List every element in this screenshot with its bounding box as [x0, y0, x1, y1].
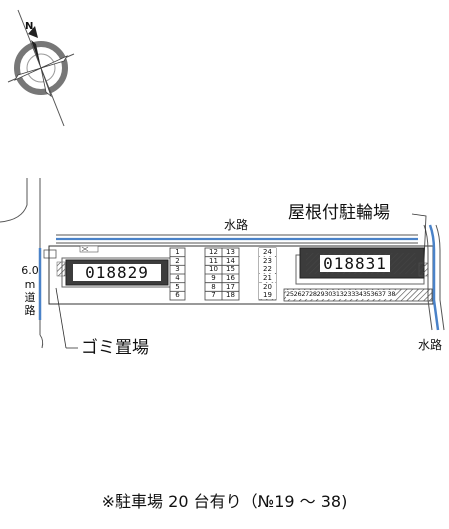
road-label-char-2: 路 [24, 304, 36, 317]
parking-number: 16 [226, 274, 235, 282]
parking-number: 18 [226, 291, 235, 299]
parking-number: 10 [209, 265, 218, 273]
parking-number: 24 [259, 248, 276, 256]
building-id-018829: 018829 [85, 263, 149, 282]
parking-number: 12 [209, 248, 218, 256]
parking-number: 17 [226, 283, 235, 291]
parking-number: 1 [175, 248, 180, 256]
road-width-label: 6.0 [21, 264, 39, 277]
water-channel-right [428, 224, 440, 331]
parking-number: 21 [259, 274, 276, 282]
parking-number: 22 [259, 265, 276, 273]
parking-number: 14 [226, 257, 235, 265]
parking-number: 3 [175, 265, 180, 273]
parking-number: 9 [211, 274, 216, 282]
water-channel-label-top: 水路 [224, 218, 249, 232]
garbage-box [43, 249, 57, 259]
parking-row-numbers: 25262728293031323334353637 38 [286, 290, 396, 299]
parking-number: 23 [259, 257, 276, 265]
road-label-char-1: 道 [24, 291, 36, 304]
building-018831 [295, 247, 429, 285]
parking-number: 2 [175, 257, 180, 265]
garbage-area-label: ゴミ置場 [81, 338, 149, 358]
parking-number: 7 [211, 291, 216, 299]
parking-number: 8 [211, 283, 216, 291]
parking-number: 6 [175, 291, 180, 299]
parking-column-7-18 [204, 247, 240, 301]
building-018829 [56, 245, 173, 288]
parking-number: 19 [259, 291, 276, 299]
parking-number: 13 [226, 248, 235, 256]
parking-number: 20 [259, 283, 276, 291]
parking-number: 11 [209, 257, 218, 265]
covered-bike-parking-label: 屋根付駐輪場 [288, 203, 390, 223]
compass-rose-icon [7, 9, 75, 127]
parking-number: 5 [175, 283, 180, 291]
parking-number: 15 [226, 265, 235, 273]
parking-number: 4 [175, 274, 180, 282]
road-unit-label: m [24, 278, 36, 291]
parking-column-1-6 [169, 247, 186, 301]
water-channel-label-right: 水路 [418, 338, 443, 352]
parking-caption: ※駐車場 20 台有り（№19 ～ 38) [101, 492, 348, 511]
north-label: N [25, 21, 34, 32]
building-id-018831: 018831 [323, 254, 387, 273]
